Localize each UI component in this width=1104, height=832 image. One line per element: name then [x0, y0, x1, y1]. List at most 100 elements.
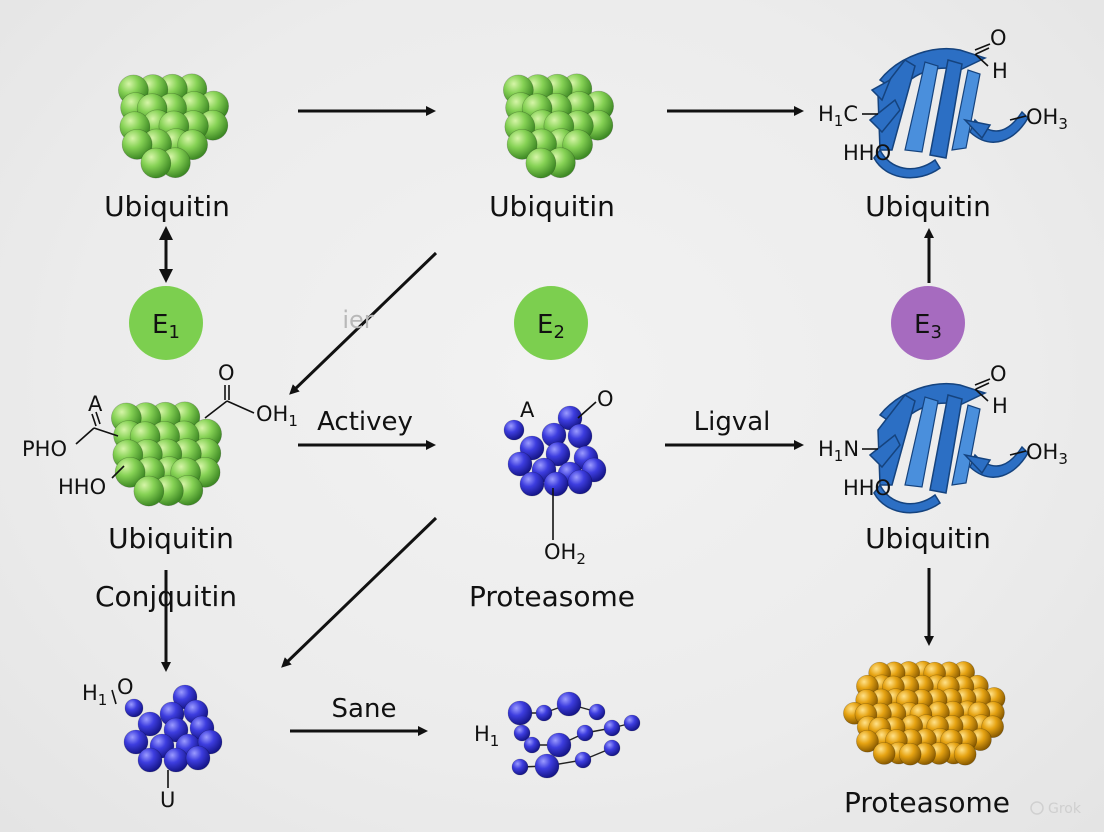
blue-sphere: [163, 747, 189, 773]
blue-sphere: [545, 441, 571, 467]
chem-ml-a: A: [88, 392, 103, 416]
chem-bm-h1: H: [474, 722, 490, 746]
chem-mr-o: O: [990, 362, 1007, 386]
enzyme-e3: E3: [891, 286, 965, 360]
chem-bl-h1-sub: 1: [98, 691, 108, 709]
e3-circle: [891, 286, 965, 360]
svg-text:H1: H1: [82, 681, 107, 709]
chem-bl-o: O: [117, 675, 134, 699]
svg-text:OH1: OH1: [256, 402, 298, 430]
chem-mr-h1n-sub: 1: [834, 447, 844, 465]
label-proteasome-mid: Proteasome: [469, 580, 635, 613]
chem-mr-h1n-h: H: [818, 437, 834, 461]
edge-label-ligval: Ligval: [694, 407, 771, 437]
e3-letter: E: [914, 310, 930, 340]
blue-sphere: [523, 736, 541, 754]
chem-ml-oh1-sub: 1: [288, 412, 298, 430]
green-sphere: [140, 147, 172, 179]
blue-sphere: [123, 729, 149, 755]
chem-bottom-left: H1 O U: [82, 675, 175, 812]
ubiquitin-green-molecule-mid-left: [111, 401, 222, 507]
gold-sphere: [953, 742, 977, 766]
e1-circle: [129, 286, 203, 360]
e2-sub: 2: [553, 322, 564, 343]
blue-sphere: [137, 747, 163, 773]
gold-sphere: [872, 742, 896, 765]
chem-mr-hho: HHO: [843, 476, 891, 500]
svg-text:OH3: OH3: [1026, 440, 1068, 468]
label-ubiquitin-top-right: Ubiquitin: [865, 190, 991, 223]
blue-sphere: [534, 753, 560, 779]
chem-tr-h1c-c: C: [843, 102, 858, 126]
chem-tr-h: H: [992, 59, 1008, 83]
green-sphere: [525, 147, 557, 179]
chem-mr-oh3: OH: [1026, 440, 1058, 464]
blue-sphere: [503, 419, 525, 441]
chem-bottom-mid: H1: [474, 722, 499, 750]
blue-sphere: [574, 751, 592, 769]
chem-ml-pho: PHO: [22, 437, 67, 461]
svg-text:OH2: OH2: [544, 540, 586, 568]
svg-text:E2: E2: [537, 310, 565, 343]
label-ubiquitin-top-mid: Ubiquitin: [489, 190, 615, 223]
proteasome-gold-cluster: [843, 660, 1006, 766]
blue-sphere: [543, 471, 569, 497]
label-ubiquitin-mid-left: Ubiquitin: [108, 522, 234, 555]
chem-ml-o: O: [218, 361, 235, 385]
svg-text:OH3: OH3: [1026, 105, 1068, 133]
blue-sphere: [603, 719, 621, 737]
chem-mid-center: A O OH2: [520, 387, 614, 568]
blue-sphere: [137, 711, 163, 737]
watermark-text: Grok: [1048, 801, 1082, 817]
chem-mr-oh3-sub: 3: [1058, 450, 1068, 468]
gold-sphere: [898, 742, 922, 766]
enzyme-e2: E2: [514, 286, 588, 360]
green-sphere: [133, 475, 165, 507]
chem-mr-h: H: [992, 394, 1008, 418]
green-sphere: [506, 129, 538, 160]
chem-ml-hho: HHO: [58, 475, 106, 499]
e3-sub: 3: [930, 322, 941, 343]
chem-ml-oh1: OH: [256, 402, 288, 426]
blue-sphere: [507, 451, 533, 477]
blue-sphere: [513, 724, 531, 742]
blue-sphere: [124, 698, 144, 718]
chem-tr-hho: HHO: [843, 141, 891, 165]
blue-chain-bottom-mid: [507, 691, 641, 779]
ubiquitin-green-molecule-top-mid: [503, 73, 614, 179]
chem-mr-h1n-n: N: [843, 437, 859, 461]
edge-label-activey: Activey: [317, 407, 413, 437]
watermark-logo-icon: [1030, 801, 1044, 815]
blue-sphere: [546, 732, 572, 758]
chem-mid-left: A PHO O OH1 HHO: [22, 361, 298, 499]
green-sphere: [114, 457, 146, 488]
proteasome-blue-cluster-mid: [503, 405, 607, 497]
chem-tr-h1c-sub: 1: [834, 112, 844, 130]
label-conjquitin: Conjquitin: [95, 580, 237, 613]
blue-sphere: [567, 469, 593, 495]
blue-sphere: [511, 758, 529, 776]
blue-sphere: [623, 714, 641, 732]
svg-text:H1N: H1N: [818, 437, 859, 465]
svg-text:H1: H1: [474, 722, 499, 750]
blue-sphere: [576, 724, 594, 742]
edge-label-sane: Sane: [332, 694, 397, 724]
e1-sub: 1: [168, 322, 179, 343]
green-sphere: [121, 129, 153, 160]
ubiquitin-ribbon-mid-right: [868, 383, 1029, 514]
blue-cluster-bottom-left: [123, 684, 223, 773]
arrow-diagonal-lower: [281, 516, 438, 668]
svg-text:H1C: H1C: [818, 102, 858, 130]
chem-mc-oh2-sub: 2: [576, 550, 586, 568]
ubiquitin-green-molecule-top-left: [118, 73, 229, 179]
arrow-diagonal-upper: [289, 251, 438, 395]
e2-letter: E: [537, 310, 553, 340]
blue-sphere: [535, 704, 553, 722]
label-ubiquitin-top-left: Ubiquitin: [104, 190, 230, 223]
blue-sphere: [556, 691, 582, 717]
svg-text:E3: E3: [914, 310, 942, 343]
chem-bl-h1: H: [82, 681, 98, 705]
blue-sphere: [603, 739, 621, 757]
chem-tr-o: O: [990, 26, 1007, 50]
